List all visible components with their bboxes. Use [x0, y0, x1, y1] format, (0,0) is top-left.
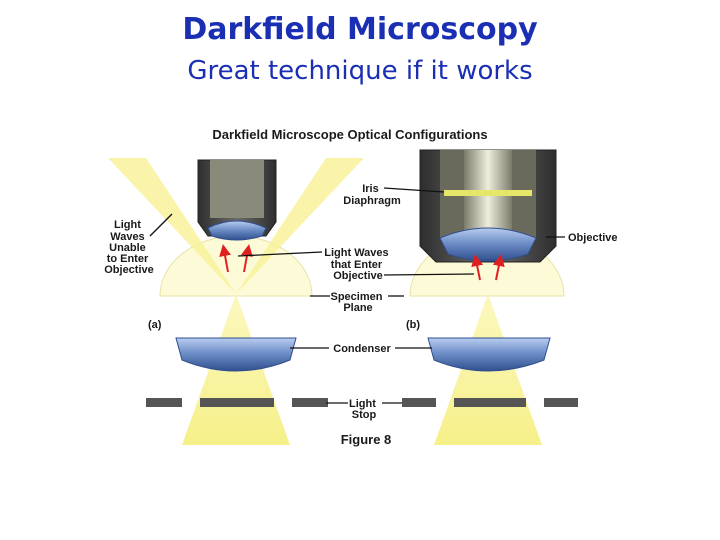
label-light-waves-enter: Light Waves that Enter Objective	[324, 247, 391, 282]
light-stop-right-b	[544, 398, 578, 407]
panel-a-label: (a)	[148, 319, 162, 331]
figure-caption: Figure 8	[341, 432, 392, 447]
objective-tube-a	[210, 160, 264, 218]
label-objective: Objective	[568, 232, 618, 244]
condenser-lens-a	[175, 337, 297, 372]
label-specimen-plane: Specimen Plane	[330, 291, 385, 314]
red-arrow-b1	[471, 254, 484, 281]
objective-lens-a	[207, 220, 267, 241]
light-stop-center-a	[200, 398, 274, 407]
panel-b-label: (b)	[406, 319, 420, 331]
red-arrow-a1	[219, 244, 231, 273]
leader-iris-diaphragm	[383, 187, 445, 193]
light-beam-left-a	[108, 158, 236, 294]
panel-a	[108, 158, 364, 445]
specimen-dome-a	[159, 235, 313, 297]
panel-b	[402, 149, 578, 445]
leader-light-waves-unable	[149, 213, 173, 237]
label-light-stop: Light Stop	[349, 398, 379, 421]
label-condenser: Condenser	[333, 343, 391, 355]
light-stop-right-a	[292, 398, 328, 407]
leader-enter-left	[237, 251, 323, 257]
red-arrow-a2	[241, 244, 253, 273]
label-iris-diaphragm: Iris Diaphragm	[343, 183, 401, 207]
leader-enter-right	[383, 273, 475, 276]
iris-diaphragm-b	[444, 190, 532, 196]
condenser-lens-b	[427, 337, 551, 372]
label-light-waves-unable: Light Waves Unable to Enter Objective	[104, 219, 154, 276]
light-stop-center-b	[454, 398, 526, 407]
light-stop-left-b	[402, 398, 436, 407]
red-arrow-b2	[492, 254, 505, 281]
slide-subtitle: Great technique if it works	[187, 56, 533, 86]
objective-lens-b	[439, 227, 537, 262]
figure-title: Darkfield Microscope Optical Configurati…	[212, 127, 487, 142]
light-stop-left-a	[146, 398, 182, 407]
slide-title: Darkfield Microscopy	[182, 12, 538, 47]
light-beam-right-a	[236, 158, 364, 294]
